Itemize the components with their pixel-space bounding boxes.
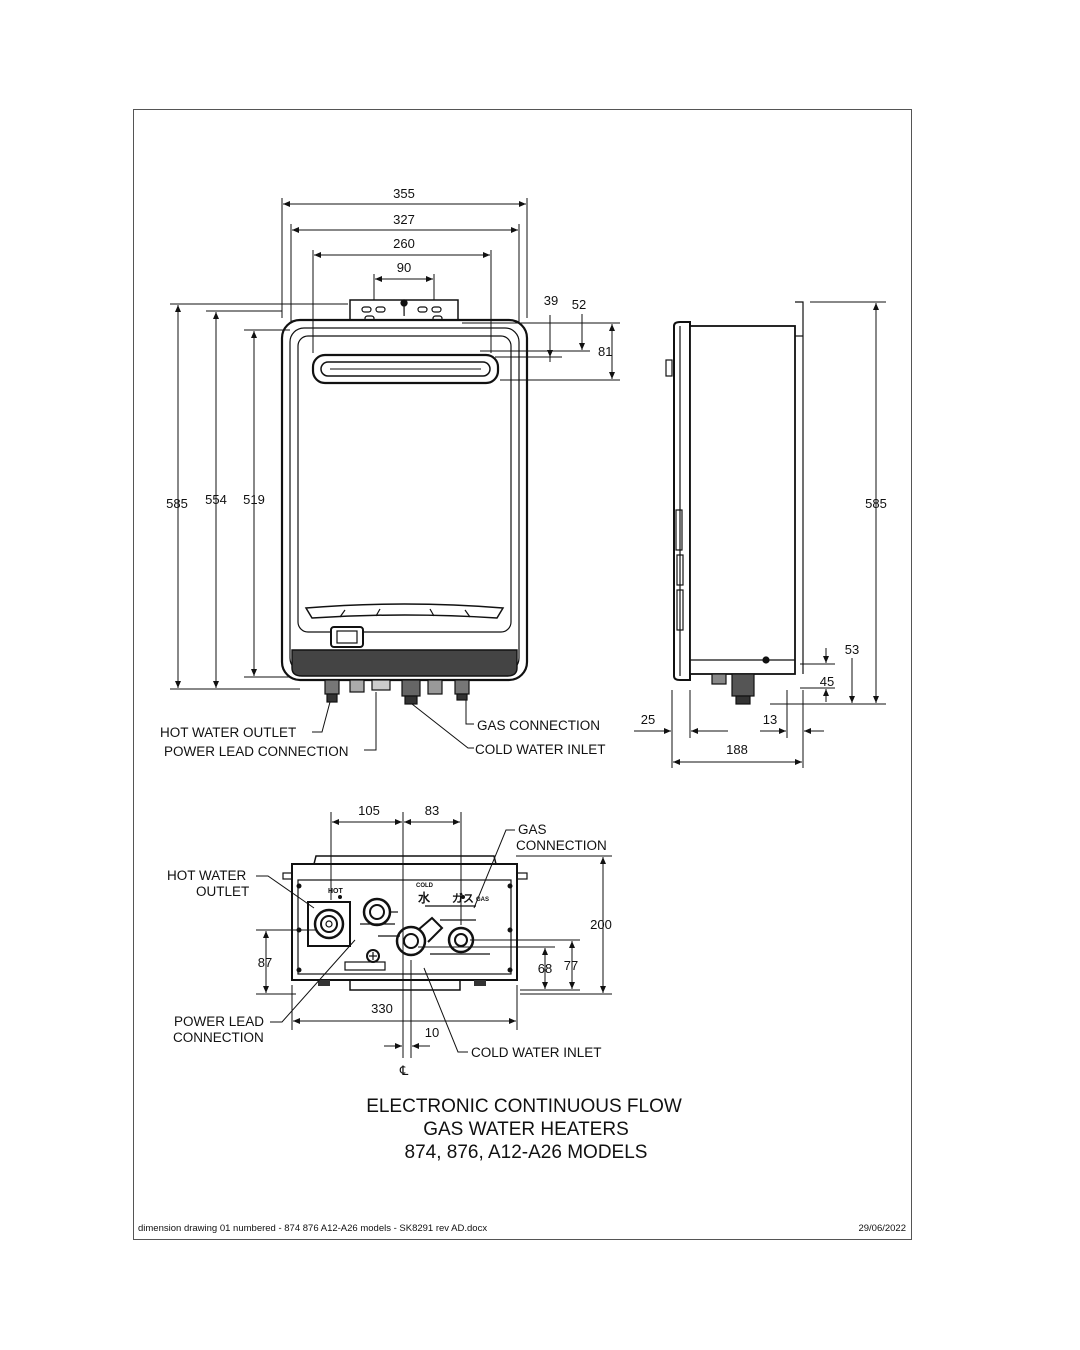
dim-offset-39: 39	[544, 293, 558, 308]
dim-side-45: 45	[820, 674, 834, 689]
fitting-label-water-kanji: 水	[418, 890, 431, 905]
dim-bottom-77: 77	[564, 958, 578, 973]
title-block: ELECTRONIC CONTINUOUS FLOW GAS WATER HEA…	[366, 1096, 682, 1163]
callout-gas-connection-label: CONNECTION	[516, 838, 607, 853]
dim-side-13: 13	[763, 712, 777, 727]
side-view	[634, 301, 886, 768]
callout-connection-label: CONNECTION	[173, 1030, 264, 1045]
dim-side-25: 25	[641, 712, 655, 727]
dim-offset-81: 81	[598, 344, 612, 359]
exhaust-grille	[311, 353, 500, 385]
heater-body	[280, 318, 529, 682]
dim-side-depth-188: 188	[726, 742, 748, 757]
footer-date: 29/06/2022	[858, 1223, 906, 1234]
dim-height-585: 585	[166, 496, 188, 511]
fitting-label-gas-kana: ガス	[452, 891, 474, 905]
front-view	[170, 198, 620, 751]
dim-bottom-68: 68	[538, 961, 552, 976]
bottom-view-text: 105 83 200 87 68 77 330 10 ℄ GAS CONNECT…	[167, 803, 612, 1078]
dim-height-554: 554	[205, 492, 227, 507]
bottom-view	[256, 812, 612, 1058]
bottom-extension-lines	[256, 812, 612, 1058]
dim-bottom-105: 105	[358, 803, 380, 818]
callout-power-lead-label: POWER LEAD	[174, 1014, 264, 1029]
dim-width-260: 260	[393, 236, 415, 251]
bottom-leaders	[256, 829, 515, 1053]
dim-width-90: 90	[397, 260, 411, 275]
front-extension-lines	[170, 198, 620, 690]
title-line-3: 874, 876, A12-A26 MODELS	[405, 1142, 648, 1163]
title-line-2: GAS WATER HEATERS	[423, 1119, 629, 1140]
control-panel	[330, 626, 364, 648]
callout-outlet-label: OUTLET	[196, 884, 249, 899]
dim-height-519: 519	[243, 492, 265, 507]
dim-bottom-10: 10	[425, 1025, 439, 1040]
dim-offset-52: 52	[572, 297, 586, 312]
dim-bottom-83: 83	[425, 803, 439, 818]
callout-hot-water-outlet: HOT WATER OUTLET	[160, 725, 296, 740]
centerline-symbol: ℄	[399, 1063, 409, 1078]
side-body	[689, 325, 796, 675]
dim-side-53: 53	[845, 642, 859, 657]
dim-width-355: 355	[393, 186, 415, 201]
dim-width-327: 327	[393, 212, 415, 227]
title-line-1: ELECTRONIC CONTINUOUS FLOW	[366, 1096, 682, 1117]
dim-bottom-200: 200	[590, 917, 612, 932]
side-view-text: 585 53 45 13 25 188	[641, 496, 887, 757]
front-leaders	[312, 692, 474, 751]
front-dimension-lines	[175, 201, 615, 688]
callout-gas-connection: GAS CONNECTION	[477, 718, 600, 733]
side-extension-lines	[671, 301, 886, 768]
fitting-label-hot: HOT	[328, 888, 344, 895]
callout-power-lead-connection: POWER LEAD CONNECTION	[164, 744, 349, 759]
fitting-label-gas: GAS	[476, 897, 489, 903]
front-view-text: 355 327 260 90 39 52 81 585 554 519 HOT …	[160, 186, 612, 759]
callout-gas-label: GAS	[518, 822, 547, 837]
bottom-dimension-lines	[263, 819, 606, 1024]
side-dimension-lines	[673, 303, 879, 765]
dim-bottom-87: 87	[258, 955, 272, 970]
callout-cold-water-inlet-bottom: COLD WATER INLET	[471, 1045, 602, 1060]
callout-hot-water-label: HOT WATER	[167, 868, 246, 883]
footer-filename: dimension drawing 01 numbered - 874 876 …	[138, 1223, 487, 1234]
drawing-sheet-border	[133, 109, 912, 1240]
fitting-label-cold: COLD	[416, 883, 434, 889]
callout-cold-water-inlet: COLD WATER INLET	[475, 742, 606, 757]
dim-side-height-585: 585	[865, 496, 887, 511]
dim-bottom-330: 330	[371, 1001, 393, 1016]
